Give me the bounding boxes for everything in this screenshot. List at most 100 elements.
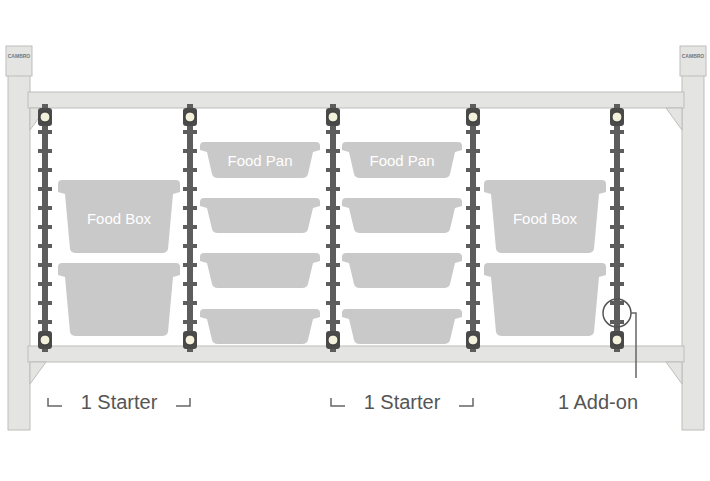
track-end — [466, 108, 480, 126]
bin-outline — [200, 142, 320, 178]
track-tab — [466, 187, 480, 191]
track-tab — [38, 282, 52, 286]
track-tab — [610, 225, 624, 229]
track-tab — [38, 225, 52, 229]
track-tab — [38, 320, 52, 324]
track-tab — [466, 301, 480, 305]
track-tab — [610, 130, 624, 134]
bin — [200, 309, 320, 344]
track-end — [38, 108, 52, 126]
track-tab — [38, 263, 52, 267]
bin — [342, 253, 462, 288]
track-tab — [326, 244, 340, 248]
track-tab — [466, 168, 480, 172]
track-tab — [38, 244, 52, 248]
track-end — [183, 108, 197, 126]
track-knob — [40, 112, 50, 122]
track-tab — [466, 244, 480, 248]
part-count: 1 Starter — [81, 391, 158, 414]
track-end — [326, 331, 340, 349]
track-tab — [326, 225, 340, 229]
bin-outline — [484, 180, 606, 253]
track-tab — [610, 206, 624, 210]
track-tab — [326, 149, 340, 153]
track-end — [610, 108, 624, 126]
track-tab — [38, 206, 52, 210]
track-knob — [468, 112, 478, 122]
track-tab — [183, 301, 197, 305]
track-tab — [326, 320, 340, 324]
track-tab — [610, 301, 624, 305]
bin-label: Food Pan — [200, 142, 320, 169]
track-tab — [326, 187, 340, 191]
bin-outline — [342, 142, 462, 178]
track-tab — [183, 206, 197, 210]
track-end — [610, 331, 624, 349]
track-knob — [328, 335, 338, 345]
food-pan: Food Pan — [342, 142, 462, 178]
track-tab — [38, 301, 52, 305]
track-end — [326, 108, 340, 126]
track-knob — [612, 335, 622, 345]
track-tab — [466, 206, 480, 210]
track-tab — [466, 130, 480, 134]
track-tab — [466, 263, 480, 267]
track-tab — [38, 187, 52, 191]
bin — [200, 198, 320, 233]
food-pan: Food Pan — [200, 142, 320, 178]
track-tab — [326, 206, 340, 210]
track-tab — [466, 282, 480, 286]
track-tab — [183, 320, 197, 324]
track-knob — [40, 335, 50, 345]
bin-label: Food Box — [58, 180, 180, 227]
part-count: 1 Add-on — [558, 391, 638, 414]
track-tab — [326, 301, 340, 305]
bin — [58, 263, 180, 336]
track-tab — [183, 187, 197, 191]
track-tab — [610, 187, 624, 191]
track-tab — [326, 168, 340, 172]
food-box: Food Box — [484, 180, 606, 253]
track-end — [466, 331, 480, 349]
track-tab — [38, 149, 52, 153]
track-tab — [183, 244, 197, 248]
track-knob — [185, 112, 195, 122]
track-tab — [183, 149, 197, 153]
track-tab — [183, 225, 197, 229]
bin-outline — [58, 180, 180, 253]
track-tab — [610, 244, 624, 248]
track-tab — [466, 149, 480, 153]
track-tab — [326, 282, 340, 286]
track-end — [38, 331, 52, 349]
bin-label: Food Pan — [342, 142, 462, 169]
track-tab — [610, 282, 624, 286]
track-knob — [612, 112, 622, 122]
track-tab — [183, 130, 197, 134]
track-tab — [326, 263, 340, 267]
track-tab — [183, 168, 197, 172]
track-tab — [183, 282, 197, 286]
track-tab — [466, 320, 480, 324]
track-tab — [38, 130, 52, 134]
track-tab — [610, 168, 624, 172]
bin — [484, 263, 606, 336]
food-box: Food Box — [58, 180, 180, 253]
part-count: 1 Starter — [364, 391, 441, 414]
bin — [200, 253, 320, 288]
track-tab — [466, 225, 480, 229]
track-knob — [328, 112, 338, 122]
track-knob — [185, 335, 195, 345]
track-end — [183, 331, 197, 349]
track-tab — [610, 149, 624, 153]
track-tab — [610, 320, 624, 324]
bin — [342, 198, 462, 233]
track-tab — [183, 263, 197, 267]
brand-logo: CAMBRO — [8, 53, 31, 59]
track-tab — [38, 168, 52, 172]
brand-logo: CAMBRO — [682, 53, 705, 59]
track-tab — [326, 130, 340, 134]
bin-label: Food Box — [484, 180, 606, 227]
track-knob — [468, 335, 478, 345]
bin — [342, 309, 462, 344]
